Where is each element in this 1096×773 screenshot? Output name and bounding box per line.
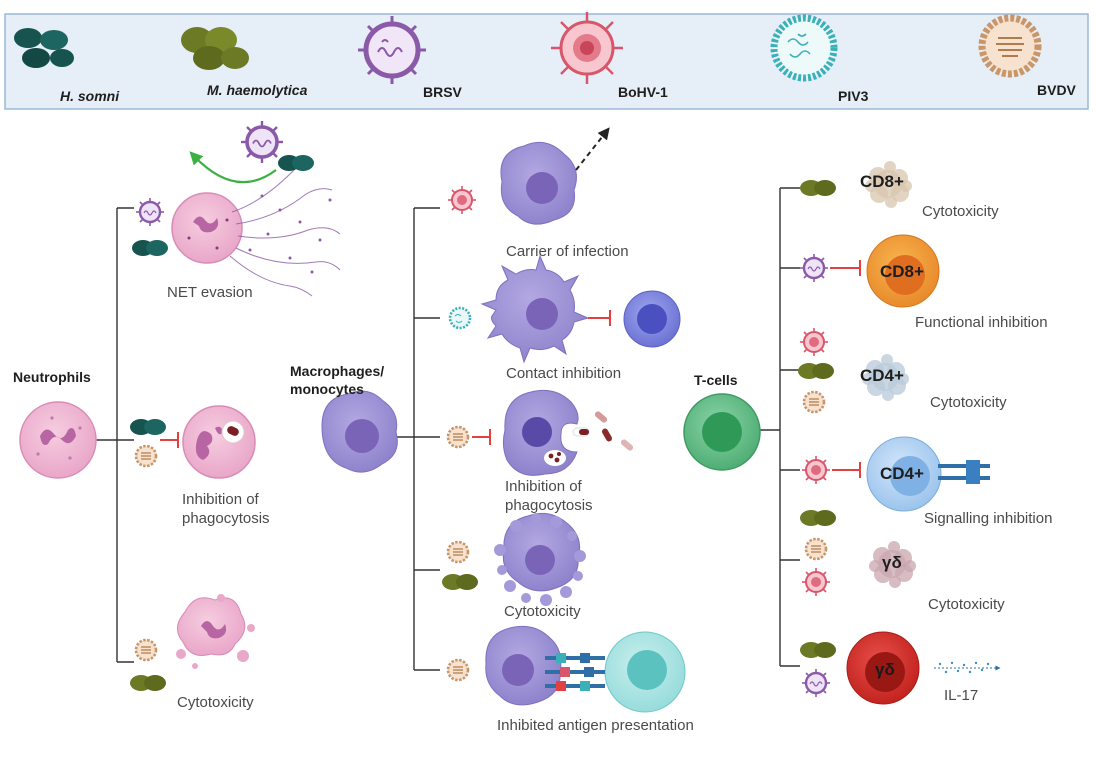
macrophage-carrier-cell <box>500 141 577 225</box>
mhc-tcr-receptors <box>545 653 605 691</box>
bvdv-icon <box>804 537 828 561</box>
cd4-cytotoxicity-label: Cytotoxicity <box>930 394 1007 411</box>
piv3-icon <box>448 306 472 330</box>
macrophage-apc-cell <box>485 625 562 706</box>
bvdv-icon <box>134 638 158 662</box>
h-somni-icon <box>132 240 168 256</box>
pathogen-label-bvdv: BVDV <box>1037 82 1076 98</box>
neutrophil-lysed-cell <box>176 594 255 669</box>
m-haemolytica-icon <box>181 27 249 70</box>
neutrophils-label: Neutrophils <box>13 369 91 385</box>
m-haemolytica-icon <box>798 363 834 379</box>
bvdv-icon <box>446 540 470 564</box>
macrophage-phagocyte-cell <box>502 389 590 476</box>
cd8-marker-label: CD8+ <box>880 262 924 281</box>
bohv-1-icon <box>799 327 829 357</box>
neutrophil-phagocytosis-label: Inhibition of phagocytosis <box>182 491 270 527</box>
carrier-of-infection-label: Carrier of infection <box>506 243 629 260</box>
bohv-1-icon <box>447 185 477 215</box>
cd4-marker-label: CD4+ <box>880 464 924 483</box>
dissemination-arrow <box>575 127 610 171</box>
pathogen-label-m-haemolytica: M. haemolytica <box>207 82 308 98</box>
pathogen-label-brsv: BRSV <box>423 84 462 100</box>
m-haemolytica-icon <box>442 574 478 590</box>
h-somni-icon <box>278 155 314 171</box>
bvdv-icon <box>446 425 470 449</box>
macrophage-lysed-cell <box>494 512 586 606</box>
h-somni-icon <box>130 419 166 435</box>
brsv-icon <box>798 252 830 284</box>
tree-lines <box>95 187 800 671</box>
neutrophil-cytotoxicity-label: Cytotoxicity <box>177 694 254 711</box>
cd8-functional-inhibition-label: Functional inhibition <box>915 314 1048 331</box>
lymphocyte-apc-cell <box>604 631 686 713</box>
cd4-signalling-inhibition-label: Signalling inhibition <box>924 510 1053 527</box>
escape-arrow <box>189 151 277 184</box>
t-cells-label: T-cells <box>694 372 738 388</box>
cd8-functional-cell <box>866 234 940 308</box>
bvdv-icon <box>978 14 1042 78</box>
h-somni-icon <box>14 28 74 68</box>
receptor-icon <box>938 460 990 484</box>
piv3-icon <box>770 14 838 82</box>
il17-secretion-arrow <box>934 661 1001 674</box>
bohv-1-icon <box>801 567 831 597</box>
neutrophil-cell <box>19 401 97 479</box>
pathogen-header-panel <box>4 13 1089 110</box>
bvdv-icon <box>134 444 158 468</box>
cd8-cytotoxicity-label: Cytotoxicity <box>922 203 999 220</box>
bvdv-icon <box>446 658 470 682</box>
net-fibers <box>229 161 341 297</box>
net-evasion-label: NET evasion <box>167 284 253 301</box>
macrophages-label: Macrophages/ monocytes <box>290 363 385 397</box>
brsv-icon <box>358 16 426 84</box>
il-17-label: IL-17 <box>944 687 979 704</box>
dendritic-macrophage-cell <box>480 254 590 364</box>
bacterium-rod-icon <box>594 411 608 423</box>
pathogen-label-h-somni: H. somni <box>60 88 120 104</box>
gd-il17-cell <box>846 631 920 705</box>
inhibited-antigen-presentation-label: Inhibited antigen presentation <box>497 717 694 734</box>
macrophage-cytotoxicity-label: Cytotoxicity <box>504 603 581 620</box>
bvdv-icon <box>802 390 826 414</box>
brsv-icon <box>800 667 832 699</box>
bohv-1-icon <box>801 455 831 485</box>
t-cell <box>683 393 761 471</box>
lymphocyte-contact-cell <box>623 290 681 348</box>
cd8-marker-label: CD8+ <box>860 172 904 191</box>
pathogen-label-piv3: PIV3 <box>838 88 869 104</box>
gd-cytotoxicity-label: Cytotoxicity <box>928 596 1005 613</box>
m-haemolytica-icon <box>800 642 836 658</box>
brsv-icon <box>134 196 166 228</box>
net-dots <box>248 194 332 274</box>
neutrophil-net-cell <box>171 192 243 264</box>
bacterium-rod-icon <box>602 428 612 442</box>
m-haemolytica-icon <box>800 180 836 196</box>
brsv-icon <box>239 119 285 165</box>
m-haemolytica-icon <box>800 510 836 526</box>
bacterium-rod-icon <box>620 439 634 451</box>
pathogen-label-bohv-1: BoHV-1 <box>618 84 668 100</box>
cd4-signalling-cell <box>866 436 942 512</box>
gd-marker-label: γδ <box>875 660 895 679</box>
gd-marker-label: γδ <box>882 553 902 572</box>
neutrophil-phagocyte-cell <box>182 405 256 479</box>
macrophage-phagocytosis-label: Inhibition of phagocytosis <box>505 478 593 514</box>
contact-inhibition-label: Contact inhibition <box>506 365 622 382</box>
bohv-1-icon <box>551 12 623 84</box>
cd4-marker-label: CD4+ <box>860 366 904 385</box>
macrophage-cell <box>321 390 398 473</box>
m-haemolytica-icon <box>130 675 166 691</box>
